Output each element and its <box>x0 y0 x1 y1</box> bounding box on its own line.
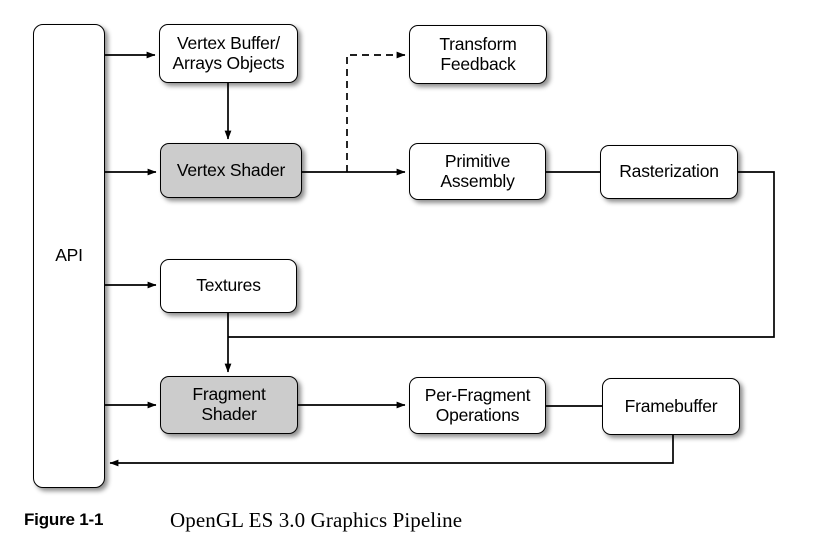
figure-number: Figure 1-1 <box>24 510 104 529</box>
node-rasterization[interactable]: Rasterization <box>600 145 738 199</box>
figure-title: OpenGL ES 3.0 Graphics Pipeline <box>170 507 463 532</box>
node-vertex-shader[interactable]: Vertex Shader <box>160 143 302 198</box>
node-primitive-assembly-label: Primitive Assembly <box>440 150 515 191</box>
node-vertex-buffer-arrays-objects-label: Vertex Buffer/ Arrays Objects <box>172 32 285 73</box>
node-transform-feedback-label: Transform Feedback <box>439 33 517 74</box>
figure-caption: Figure 1-1 OpenGL ES 3.0 Graphics Pipeli… <box>24 503 804 537</box>
node-fragment-shader-label: Fragment Shader <box>192 384 266 424</box>
node-per-fragment-operations[interactable]: Per-Fragment Operations <box>409 377 546 434</box>
node-rasterization-label: Rasterization <box>619 161 719 182</box>
node-primitive-assembly[interactable]: Primitive Assembly <box>409 143 546 200</box>
edge-framebuffer-to-api <box>109 435 674 467</box>
edge-vertex-shader-to-transform-feedback <box>346 51 406 172</box>
node-framebuffer-label: Framebuffer <box>624 395 718 416</box>
node-vertex-buffer-arrays-objects[interactable]: Vertex Buffer/ Arrays Objects <box>159 24 298 83</box>
node-fragment-shader[interactable]: Fragment Shader <box>160 376 298 434</box>
node-framebuffer[interactable]: Framebuffer <box>602 378 740 435</box>
edge-rasterization-to-fragment-shader <box>228 171 775 338</box>
node-per-fragment-operations-label: Per-Fragment Operations <box>424 384 531 425</box>
node-textures-label: Textures <box>196 275 261 296</box>
node-textures[interactable]: Textures <box>160 259 297 313</box>
node-vertex-shader-label: Vertex Shader <box>176 159 286 180</box>
node-api[interactable]: API <box>33 24 105 488</box>
node-transform-feedback[interactable]: Transform Feedback <box>409 25 547 84</box>
node-api-label: API <box>55 245 83 266</box>
